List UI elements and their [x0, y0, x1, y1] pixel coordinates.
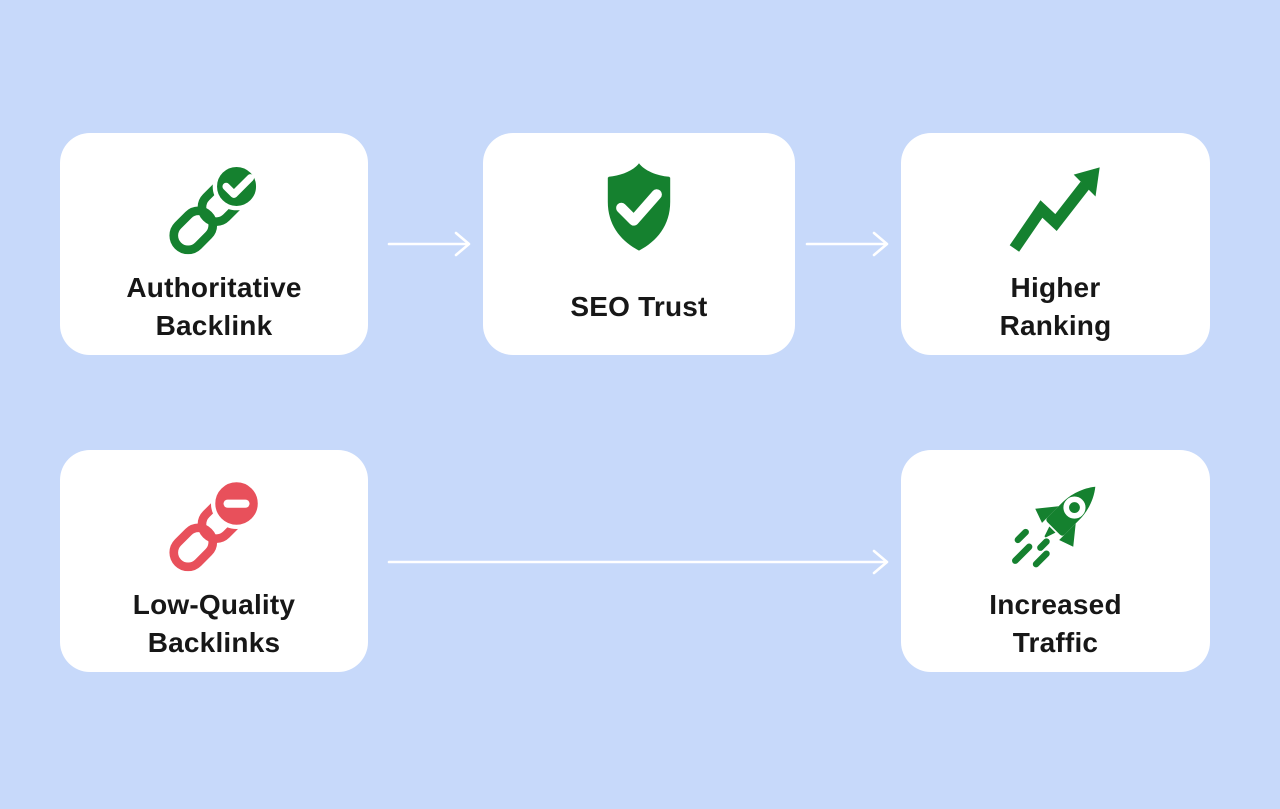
card-seo-trust: SEO Trust: [483, 133, 795, 355]
shield-check-icon: [587, 157, 691, 261]
card-authoritative-backlink: Authoritative Backlink: [60, 133, 368, 355]
card-label: SEO Trust: [570, 269, 707, 345]
label-line: Ranking: [999, 310, 1112, 341]
label-line: Traffic: [1012, 627, 1099, 658]
card-label: Increased Traffic: [989, 586, 1122, 662]
arrow-authoritative-to-seotrust: [387, 231, 471, 257]
arrow-lowquality-to-increasedtraffic: [387, 549, 889, 575]
card-label: Low-Quality Backlinks: [133, 586, 295, 662]
rocket-icon: [1004, 474, 1108, 578]
card-increased-traffic: Increased Traffic: [901, 450, 1210, 672]
label-line: Authoritative: [126, 272, 302, 303]
card-label: Authoritative Backlink: [126, 269, 301, 345]
link-check-icon: [162, 157, 266, 261]
link-minus-icon: [162, 474, 266, 578]
label-line: SEO Trust: [570, 291, 708, 322]
label-line: Higher: [1010, 272, 1101, 303]
label-line: Backlinks: [147, 627, 281, 658]
card-higher-ranking: Higher Ranking: [901, 133, 1210, 355]
label-line: Low-Quality: [132, 589, 296, 620]
arrow-seotrust-to-higherranking: [805, 231, 889, 257]
trending-up-icon: [1004, 157, 1108, 261]
card-label: Higher Ranking: [1000, 269, 1112, 345]
card-low-quality-backlinks: Low-Quality Backlinks: [60, 450, 368, 672]
label-line: Backlink: [155, 310, 273, 341]
label-line: Increased: [989, 589, 1122, 620]
